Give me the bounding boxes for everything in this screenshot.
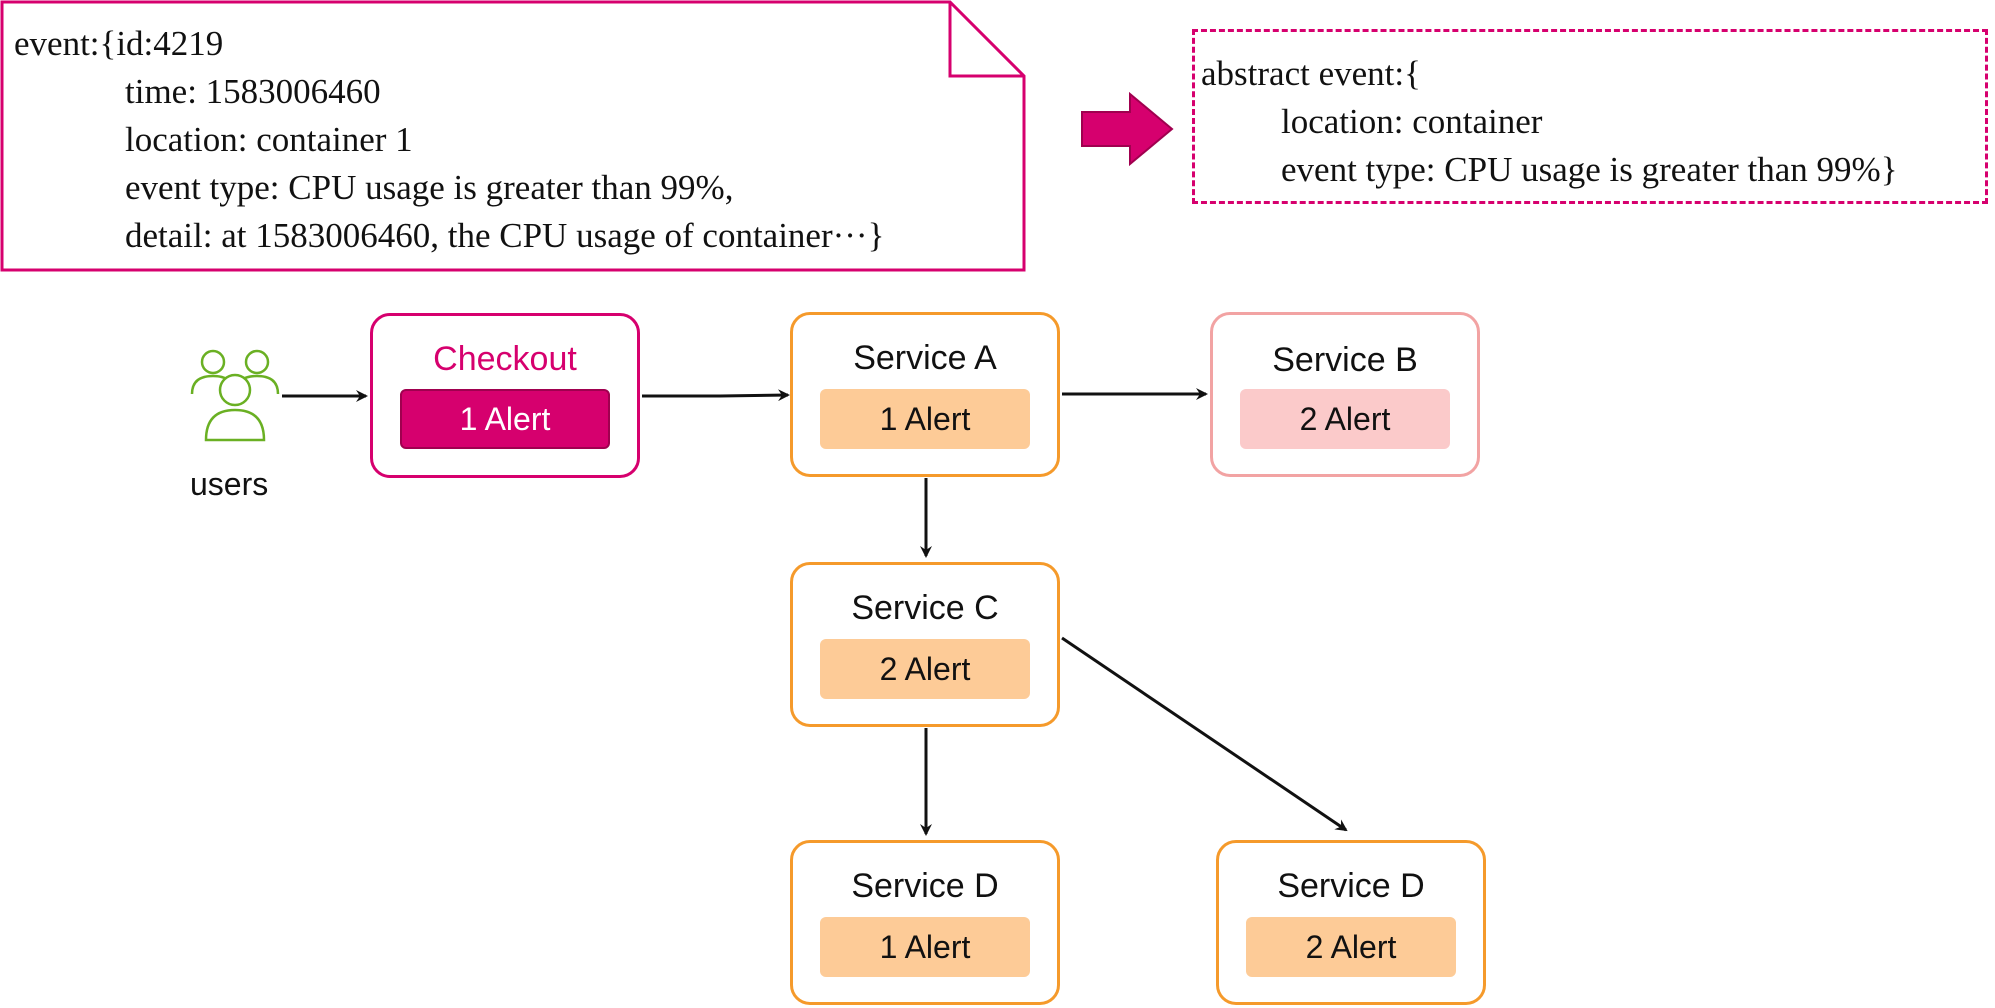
alert-badge[interactable]: 1 Alert [400, 389, 610, 449]
node-service-d-2[interactable]: Service D 2 Alert [1216, 840, 1486, 1005]
event-note-line: time: 1583006460 [125, 72, 381, 111]
users-label: users [190, 466, 269, 502]
node-title: Service A [853, 339, 997, 377]
event-note: event:{id:4219 time: 1583006460 location… [0, 0, 1026, 272]
abstract-event-line: location: container [1281, 102, 1543, 141]
users-icon [190, 349, 280, 442]
event-note-line: location: container 1 [125, 120, 413, 159]
node-service-a[interactable]: Service A 1 Alert [790, 312, 1060, 477]
event-note-line: event:{id:4219 [14, 24, 224, 63]
alert-badge[interactable]: 1 Alert [820, 917, 1030, 977]
alert-badge[interactable]: 1 Alert [820, 389, 1030, 449]
note-shape [0, 0, 1026, 272]
node-service-b[interactable]: Service B 2 Alert [1210, 312, 1480, 477]
node-title: Service C [851, 589, 999, 627]
alert-badge[interactable]: 2 Alert [820, 639, 1030, 699]
edge-service-c-service-d2 [1061, 636, 1348, 832]
edge-checkout-service-a [642, 389, 790, 402]
abstract-event-line: abstract event:{ [1201, 54, 1421, 93]
event-note-line: event type: CPU usage is greater than 99… [125, 168, 734, 207]
node-title: Service D [1277, 867, 1425, 905]
abstraction-arrow-icon [1081, 92, 1174, 166]
alert-badge[interactable]: 2 Alert [1240, 389, 1450, 449]
node-title: Service B [1272, 341, 1418, 379]
node-title: Service D [851, 867, 999, 905]
node-checkout[interactable]: Checkout 1 Alert [370, 313, 640, 478]
alert-badge[interactable]: 2 Alert [1246, 917, 1456, 977]
node-service-c[interactable]: Service C 2 Alert [790, 562, 1060, 727]
node-title: Checkout [433, 340, 577, 378]
abstract-event-box: abstract event:{ location: container eve… [1192, 29, 1988, 204]
abstract-event-line: event type: CPU usage is greater than 99… [1281, 150, 1898, 189]
event-note-line: detail: at 1583006460, the CPU usage of … [125, 216, 885, 255]
node-service-d-1[interactable]: Service D 1 Alert [790, 840, 1060, 1005]
